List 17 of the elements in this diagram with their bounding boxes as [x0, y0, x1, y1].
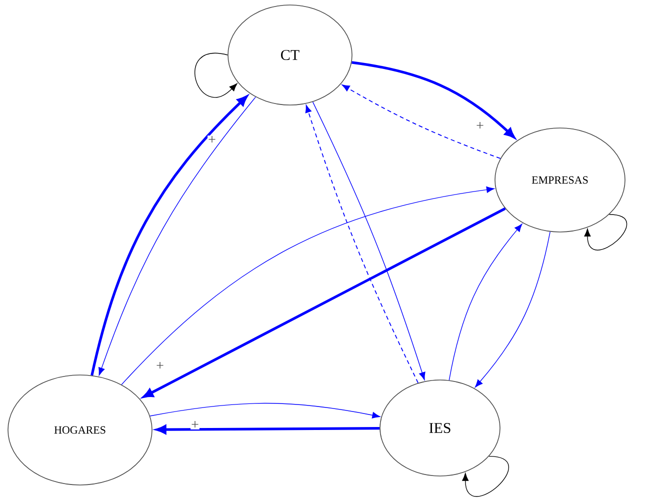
ellipse-node: CT [228, 4, 352, 106]
arrow [474, 231, 550, 388]
arrow [352, 61, 515, 138]
ellipse-node: HOGARES [8, 374, 152, 486]
arrow [121, 186, 494, 385]
ellipse-node: EMPRESAS [494, 128, 626, 232]
arrow [448, 224, 522, 381]
self-loop-arrow [462, 456, 510, 497]
ellipse-node: IES [380, 380, 500, 476]
arrow [342, 84, 501, 159]
arrow [143, 207, 506, 398]
self-loop-arrow [194, 52, 238, 98]
edge-label: + [476, 122, 484, 130]
edge-label: + [156, 362, 164, 370]
self-loop-arrow [584, 214, 628, 250]
arrow [150, 402, 380, 418]
edge-label: + [208, 136, 216, 144]
